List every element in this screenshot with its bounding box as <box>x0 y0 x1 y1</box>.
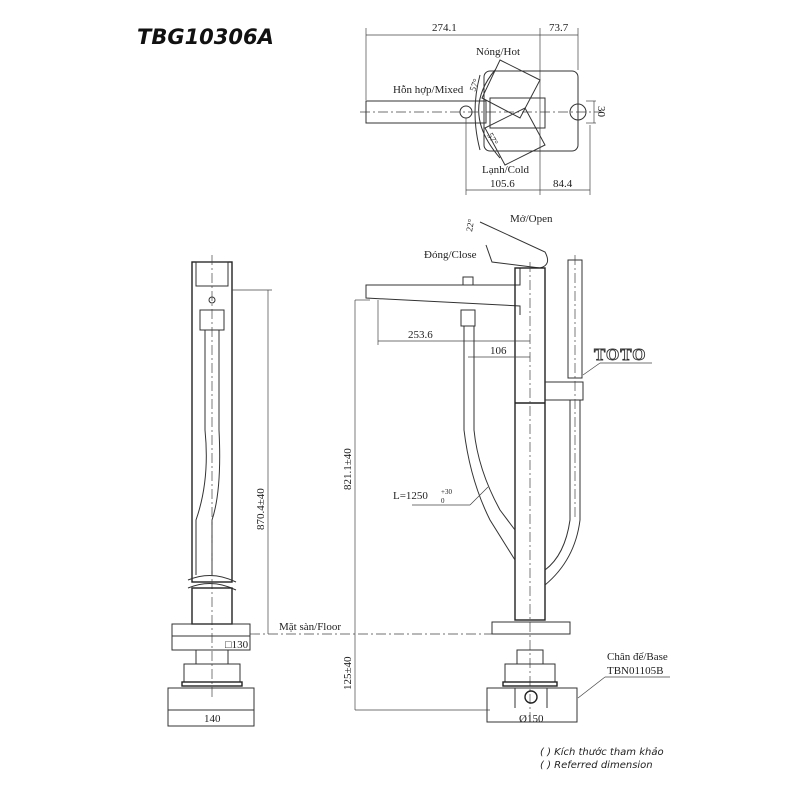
base-label: Chân đế/Base <box>607 651 668 663</box>
model-title: TBG10306A <box>137 25 274 49</box>
label-hot: Nóng/Hot <box>476 46 520 58</box>
dim-821: 821.1±40 <box>342 448 354 490</box>
dim-870: 870.4±40 <box>255 488 267 530</box>
hose-tol-upper: +30 <box>441 488 452 496</box>
dim-253: 253.6 <box>408 329 433 341</box>
label-open: Mở/Open <box>510 213 553 225</box>
dim-106: 106 <box>490 345 507 357</box>
dim-84: 84.4 <box>553 178 573 190</box>
dim-105: 105.6 <box>490 178 515 190</box>
dim-274: 274.1 <box>432 22 457 34</box>
label-close: Đóng/Close <box>424 249 477 261</box>
note-vi: ( ) Kích thước tham khảo <box>540 746 664 758</box>
front-view: Mở/Open Đóng/Close 22° 253.6 106 TOTO 82… <box>342 213 670 725</box>
dim-140: 140 <box>204 713 221 725</box>
side-view: 140 □130 870.4±40 Mặt sàn/Floor <box>167 255 515 727</box>
base-valve-icon <box>524 690 538 704</box>
angle-22: 22° <box>464 218 476 233</box>
brand-logo: TOTO <box>594 345 647 364</box>
floor-label: Mặt sàn/Floor <box>279 621 341 633</box>
dim-73: 73.7 <box>549 22 569 34</box>
angle-hot: 57° <box>467 77 481 93</box>
label-mixed: Hỗn hợp/Mixed <box>393 84 464 96</box>
base-model: TBN01105B <box>607 665 663 677</box>
top-view: 274.1 73.7 30 Nóng/Hot Hỗn hợp/Mixed Lạn… <box>360 22 607 195</box>
note-en: ( ) Referred dimension <box>540 760 653 771</box>
dim-150: Ø150 <box>519 713 544 725</box>
hose-length: L=1250 <box>393 490 428 502</box>
dim-130: □130 <box>225 639 249 651</box>
dim-30: 30 <box>595 106 607 118</box>
hose-tol-lower: 0 <box>441 497 445 505</box>
dim-125: 125±40 <box>342 656 354 690</box>
label-cold: Lạnh/Cold <box>482 164 530 176</box>
